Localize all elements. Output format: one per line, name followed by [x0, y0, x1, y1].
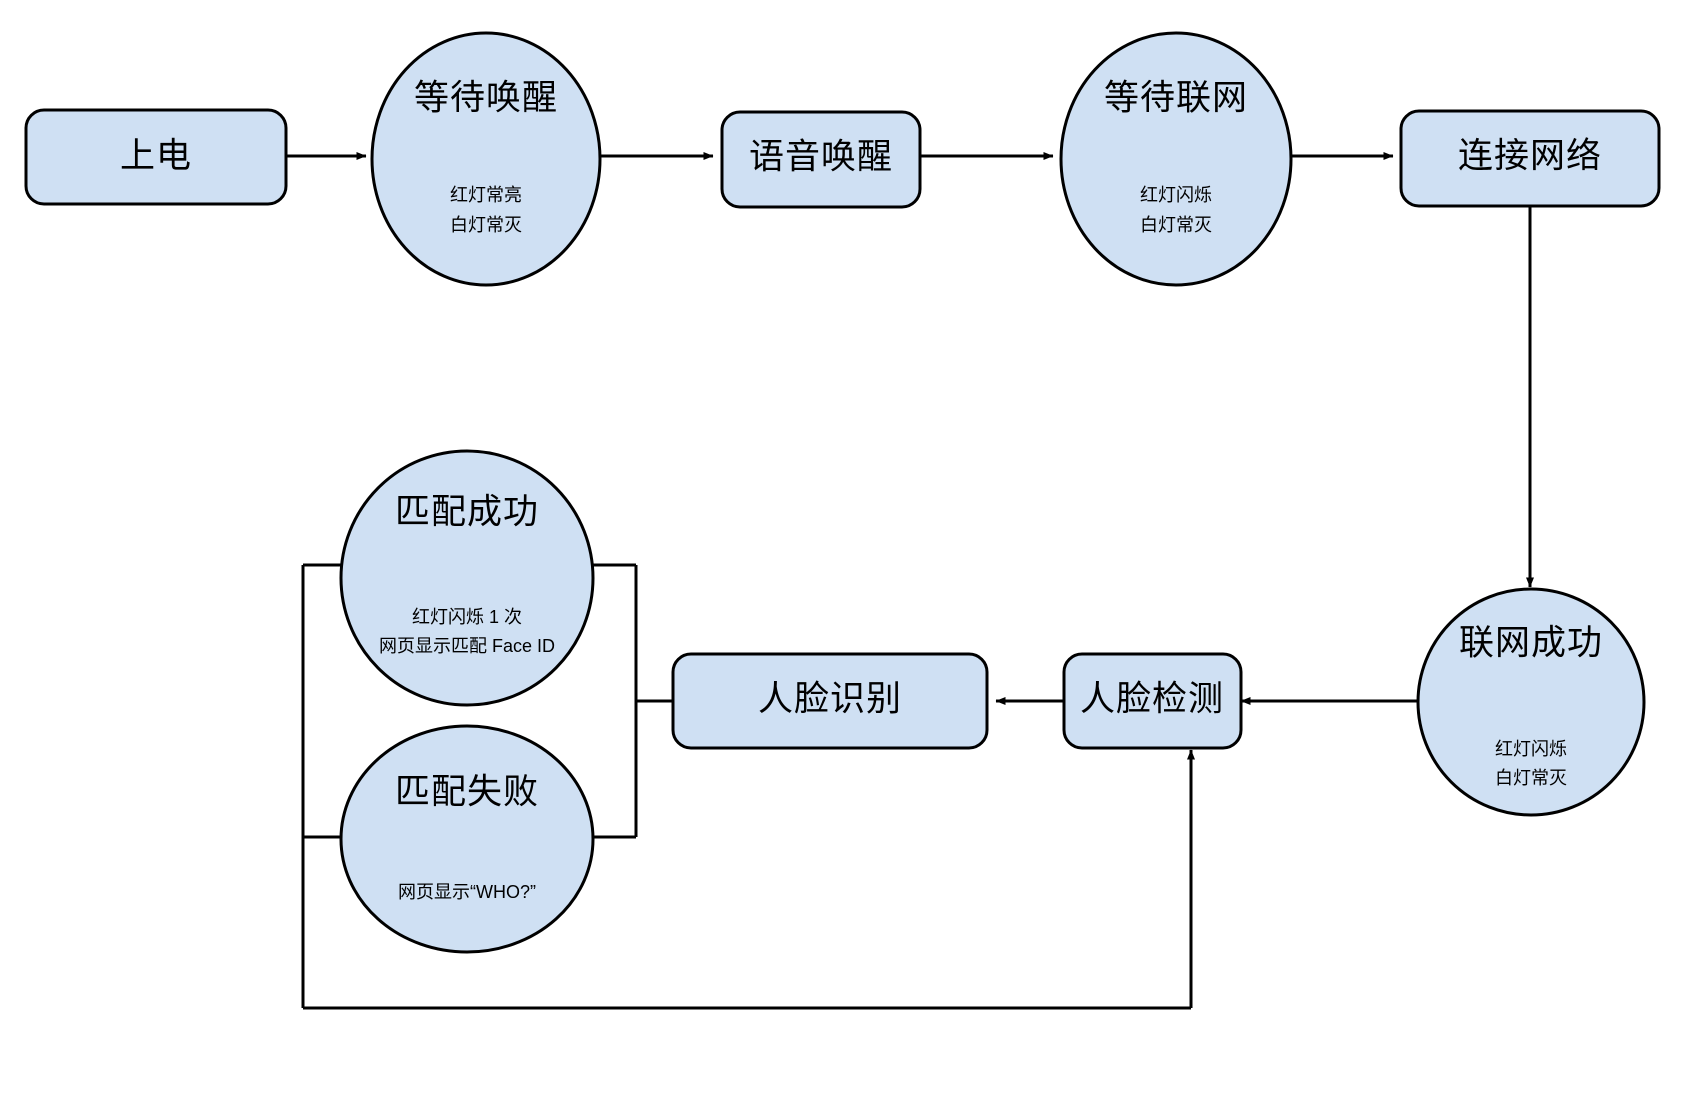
node-face-recognize-shape[interactable]: [671, 652, 989, 750]
node-wait-wakeup-sub-2: 白灯常灭: [450, 215, 522, 235]
node-power-on-label: 上电: [120, 136, 192, 175]
node-match-fail-label: 匹配失败: [395, 772, 539, 811]
node-face-detect-shape[interactable]: [1062, 652, 1243, 750]
node-power-on[interactable]: 上电: [24, 108, 288, 206]
node-network-success-sub-1: 红灯闪烁: [1495, 739, 1567, 759]
node-wait-network-sub-1: 红灯闪烁: [1140, 185, 1212, 205]
node-network-success-shape[interactable]: [1416, 587, 1646, 817]
node-match-fail-shape[interactable]: [339, 724, 595, 954]
node-match-success-sub-2: 网页显示匹配 Face ID: [379, 636, 555, 656]
node-voice-wakeup[interactable]: 语音唤醒: [720, 110, 922, 209]
node-face-recognize-label: 人脸识别: [758, 679, 902, 718]
node-wait-wakeup-sub-1: 红灯常亮: [450, 185, 522, 205]
node-face-detect-label: 人脸检测: [1080, 679, 1224, 718]
node-match-success[interactable]: 匹配成功 红灯闪烁 1 次 网页显示匹配 Face ID: [339, 449, 595, 707]
node-wait-wakeup-shape[interactable]: [370, 31, 602, 287]
node-wait-network-label: 等待联网: [1104, 78, 1248, 117]
node-match-fail[interactable]: 匹配失败 网页显示“WHO?”: [339, 724, 595, 954]
node-wait-network-sub-2: 白灯常灭: [1140, 215, 1212, 235]
node-network-success-label: 联网成功: [1459, 623, 1603, 662]
node-voice-wakeup-shape[interactable]: [720, 110, 922, 209]
node-match-success-shape[interactable]: [339, 449, 595, 707]
node-wait-wakeup-label: 等待唤醒: [414, 78, 558, 117]
node-wait-network[interactable]: 等待联网 红灯闪烁 白灯常灭: [1059, 31, 1293, 287]
node-face-detect[interactable]: 人脸检测: [1062, 652, 1243, 750]
node-voice-wakeup-label: 语音唤醒: [749, 137, 893, 176]
node-face-recognize[interactable]: 人脸识别: [671, 652, 989, 750]
node-connect-network-shape[interactable]: [1399, 109, 1661, 208]
node-match-success-label: 匹配成功: [395, 492, 539, 531]
node-network-success-sub-2: 白灯常灭: [1495, 768, 1567, 788]
node-power-on-shape[interactable]: [24, 108, 288, 206]
node-connect-network-label: 连接网络: [1458, 136, 1602, 175]
node-match-fail-sub-1: 网页显示“WHO?”: [398, 882, 536, 902]
node-network-success[interactable]: 联网成功 红灯闪烁 白灯常灭: [1416, 587, 1646, 817]
node-wait-wakeup[interactable]: 等待唤醒 红灯常亮 白灯常灭: [370, 31, 602, 287]
node-match-success-sub-1: 红灯闪烁 1 次: [412, 607, 522, 627]
node-wait-network-shape[interactable]: [1059, 31, 1293, 287]
node-connect-network[interactable]: 连接网络: [1399, 109, 1661, 208]
